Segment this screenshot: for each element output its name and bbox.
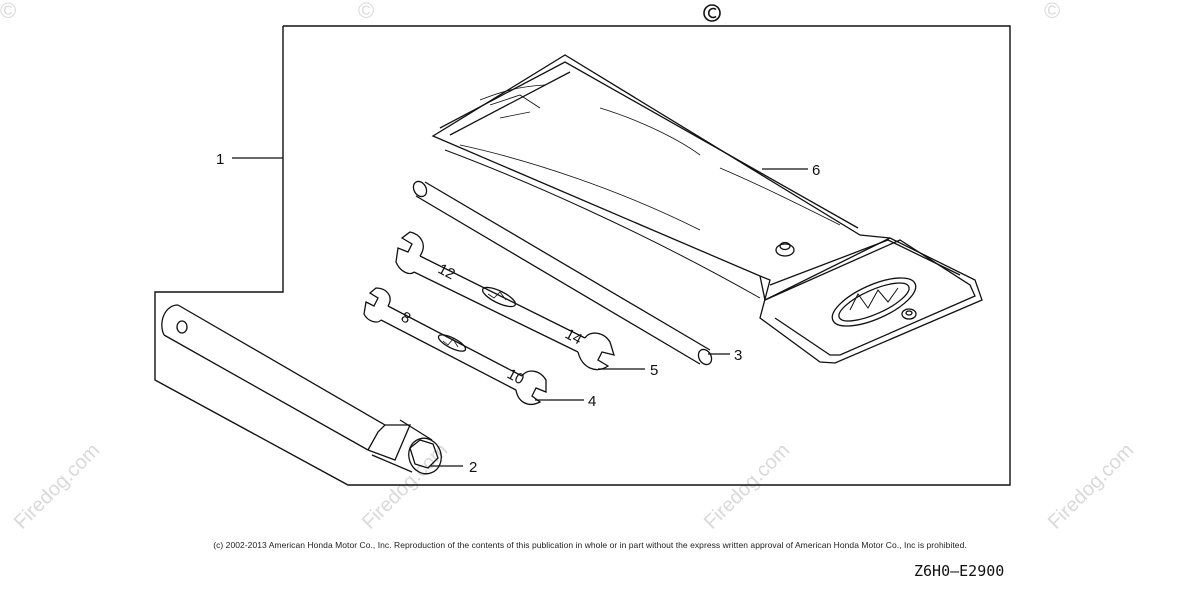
callout-5[interactable]: 5 xyxy=(650,362,658,379)
wrench-large xyxy=(395,231,615,371)
plug-socket-wrench xyxy=(161,304,442,475)
handle-bar xyxy=(412,180,713,366)
leader-lines xyxy=(232,157,808,467)
callout-6[interactable]: 6 xyxy=(812,162,820,179)
wrench-size-mark: 10 xyxy=(504,366,527,389)
watermark-text: Firedog.com xyxy=(358,439,452,533)
wrench-size-mark: 12 xyxy=(435,261,458,284)
callout-2[interactable]: 2 xyxy=(469,459,477,476)
tool-kit-outline xyxy=(154,25,1011,486)
callout-3[interactable]: 3 xyxy=(734,347,742,364)
watermark-symbol: © xyxy=(1044,0,1060,23)
wrench-size-mark: 14 xyxy=(562,326,585,349)
copyright-symbol-icon xyxy=(703,4,721,22)
watermark-text: Firedog.com xyxy=(10,439,104,533)
tool-bag xyxy=(431,54,983,364)
callout-4[interactable]: 4 xyxy=(588,393,596,410)
callout-1[interactable]: 1 xyxy=(216,151,224,168)
diagram-code: Z6H0—E2900 xyxy=(914,562,1005,580)
watermark-text: Firedog.com xyxy=(700,439,794,533)
wrench-small xyxy=(363,287,547,405)
copyright-notice: (c) 2002-2013 American Honda Motor Co., … xyxy=(213,540,967,550)
watermark-text: Firedog.com xyxy=(1044,439,1138,533)
watermark-symbol: © xyxy=(358,0,374,23)
watermark-symbol: © xyxy=(0,0,16,23)
